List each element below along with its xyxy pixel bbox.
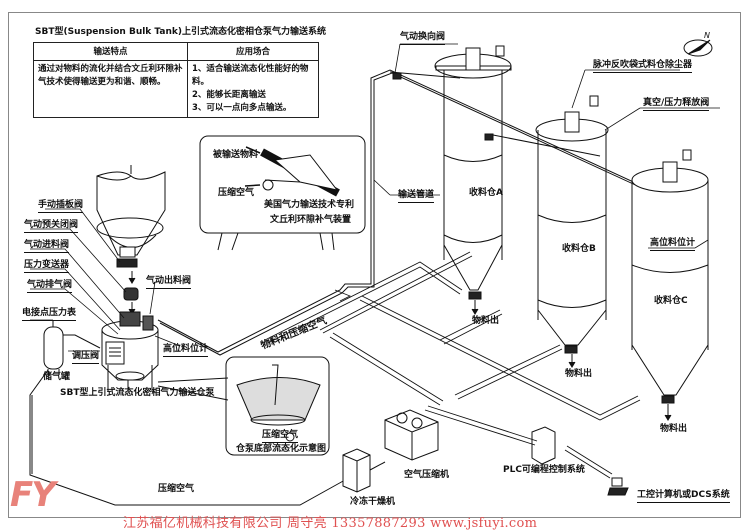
label-pneumatic-pre-shutoff-valve: 气动预关闭阀: [24, 220, 79, 233]
bin-c: [631, 149, 709, 421]
label-air-tank: 储气罐: [43, 372, 71, 382]
header-applications: 应用场合: [187, 42, 319, 61]
leader-lines: [30, 208, 181, 352]
diverter-valve-1: [392, 72, 402, 80]
label-material-out-b: 物料出: [565, 369, 593, 379]
label-bin-b: 收料仓B: [562, 244, 596, 254]
diagram-frame: [8, 12, 741, 518]
application-line: 1、适合输送流态化性能好的物料。: [192, 64, 309, 87]
label-pressure-regulator: 调压阀: [72, 351, 100, 364]
double-arrow-lines: [264, 251, 641, 479]
conveying-pipe: [157, 69, 643, 356]
label-venturi-caption-2: 文丘利环隙补气装置: [270, 215, 352, 225]
label-contact-pressure-gauge: 电接点压力表: [22, 308, 77, 321]
label-plc-system: PLC可编程控制系统: [503, 465, 585, 475]
label-pneumatic-feed-valve: 气动进料阀: [24, 240, 70, 253]
label-bin-c: 收料仓C: [654, 296, 688, 306]
application-line: 3、可以一点向多点输送。: [192, 103, 292, 113]
label-pneumatic-discharge-valve: 气动出料阀: [146, 276, 192, 289]
label-material-out-c: 物料出: [660, 424, 688, 434]
label-air-compressor: 空气压缩机: [404, 470, 450, 480]
label-ipc-dcs: 工控计算机或DCS系统: [637, 490, 730, 503]
label-high-level-gauge-pump: 高位料位计: [163, 344, 209, 357]
label-venturi-caption-1: 美国气力输送技术专利: [264, 200, 355, 210]
label-freeze-dryer: 冷冻干燥机: [350, 497, 396, 507]
label-pump-caption: SBT型上引式流态化密相气力输送仓泵: [60, 388, 215, 398]
label-pneumatic-vent-valve: 气动排气阀: [27, 280, 73, 293]
venturi-callout: [199, 135, 366, 251]
compass-label: N: [704, 31, 710, 40]
diagram-title: SBT型(Suspension Bulk Tank)上引式流态化密相仓泵气力输送…: [35, 27, 326, 37]
header-features: 输送特点: [33, 42, 188, 61]
label-compressed-air-line: 压缩空气: [158, 484, 195, 494]
pre-shutoff-valve: [123, 287, 139, 301]
transmitter-pump: [101, 311, 159, 392]
freeze-dryer: [342, 448, 371, 493]
label-pressure-transmitter: 压力变送器: [24, 260, 70, 273]
label-high-level-gauge-bin: 高位料位计: [650, 238, 696, 251]
fluidization-callout: [157, 356, 330, 456]
feed-hopper: [96, 165, 166, 268]
application-line: 2、能够长距离输送: [192, 90, 266, 100]
bin-a: [434, 45, 512, 315]
label-bin-a: 收料仓A: [469, 188, 503, 198]
compressor: [384, 409, 439, 461]
label-material-out-a: 物料出: [472, 316, 500, 326]
applications-cell: 1、适合输送流态化性能好的物料。 2、能够长距离输送 3、可以一点向多点输送。: [187, 60, 319, 118]
label-fluid-caption: 仓泵底部流态化示意图: [236, 444, 327, 454]
footer-contact: 江苏福亿机械科技有限公司 周守亮 13357887293 www.jsfuyi.…: [123, 516, 538, 531]
info-table: 输送特点 应用场合 通过对物料的流化并结合文丘利环隙补 气技术使得输送更为和谐、…: [33, 42, 319, 118]
label-pulse-dust-collector: 脉冲反吹袋式料仓除尘器: [593, 60, 693, 73]
label-manual-gate-valve: 手动插板阀: [38, 200, 84, 213]
label-pneumatic-diverter-valve: 气动换向阀: [400, 32, 446, 45]
computer: [607, 477, 629, 496]
feature-line: 通过对物料的流化并结合文丘利环隙补: [38, 64, 183, 74]
diverter-valve-2: [484, 133, 494, 141]
label-vacuum-relief-valve: 真空/压力释放阀: [643, 98, 710, 111]
label-compressed-air-fluid: 压缩空气: [262, 430, 299, 443]
company-logo: FY: [10, 475, 56, 515]
compass-north-icon: [683, 39, 713, 57]
label-conveyed-material: 被输送物料: [213, 150, 259, 160]
label-compressed-air-venturi: 压缩空气: [218, 188, 255, 198]
feature-line: 气技术使得输送更为和谐、顺畅。: [38, 77, 166, 87]
label-conveying-pipe: 输送管道: [398, 190, 435, 203]
air-tank: [43, 320, 64, 375]
bin-b: [535, 95, 609, 368]
plc-cabinet: [531, 426, 556, 465]
features-cell: 通过对物料的流化并结合文丘利环隙补 气技术使得输送更为和谐、顺畅。: [33, 60, 188, 118]
